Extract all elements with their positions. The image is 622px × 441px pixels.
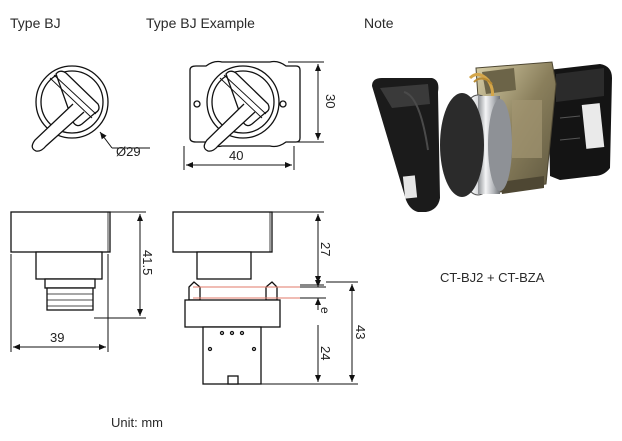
chrome-bezel <box>440 93 512 197</box>
dim-line-height-27 <box>272 211 324 286</box>
dim-line-height-43 <box>326 281 358 385</box>
contact-block-body <box>548 64 612 180</box>
example-lever-handle <box>203 103 256 152</box>
dim-line-height-41-5 <box>94 211 146 319</box>
left-clip <box>188 281 201 301</box>
contact-block-slot <box>227 375 239 385</box>
dim-height-24: 24 <box>318 346 333 360</box>
side-knob-block <box>10 211 111 253</box>
side-bezel <box>35 251 103 280</box>
heading-type-bj: Type BJ <box>10 15 61 31</box>
mounting-hole-right <box>279 100 287 108</box>
heading-type-bj-example: Type BJ Example <box>146 15 255 31</box>
product-photo <box>372 61 612 212</box>
type-bj-side-view <box>10 211 111 311</box>
example-side-bezel <box>196 251 252 280</box>
dim-line-height-30 <box>288 61 324 143</box>
dim-e: e <box>318 307 332 314</box>
dim-diameter: Ø29 <box>116 144 141 159</box>
dim-height-41-5: 41.5 <box>140 250 155 275</box>
mounting-hole-left <box>193 100 201 108</box>
knob-lever-handle <box>31 103 85 152</box>
type-bj-front-view <box>31 65 109 152</box>
photo-caption: CT-BJ2 + CT-BZA <box>440 270 545 285</box>
diameter-leader <box>99 131 150 149</box>
example-lever-top <box>225 70 270 127</box>
example-knob-inner <box>211 70 275 134</box>
side-neck <box>44 278 96 289</box>
heading-note: Note <box>364 15 394 31</box>
knob-lever-top <box>55 70 100 127</box>
unit-label: Unit: mm <box>111 415 163 430</box>
right-clip <box>265 281 278 301</box>
example-side-knob-block <box>172 211 273 253</box>
type-bj-example-front-view <box>189 60 301 152</box>
dim-height-27: 27 <box>318 242 333 256</box>
dim-line-e <box>300 276 326 310</box>
dim-line-height-24 <box>261 325 326 385</box>
lever-highlight-line <box>49 77 93 119</box>
knob-inner-ring <box>40 70 104 134</box>
dim-height-30: 30 <box>323 94 338 108</box>
dim-width-40: 40 <box>229 148 243 163</box>
side-thread <box>46 287 94 311</box>
dim-height-43: 43 <box>353 325 368 339</box>
type-bj-example-side-view <box>172 211 281 385</box>
lever-highlight-line-2 <box>53 74 97 115</box>
dim-width-39: 39 <box>50 330 64 345</box>
black-lever-knob <box>372 78 440 212</box>
dim-line-width-40 <box>183 146 295 170</box>
mounting-bracket <box>184 299 281 328</box>
dim-line-width-39 <box>10 254 109 352</box>
